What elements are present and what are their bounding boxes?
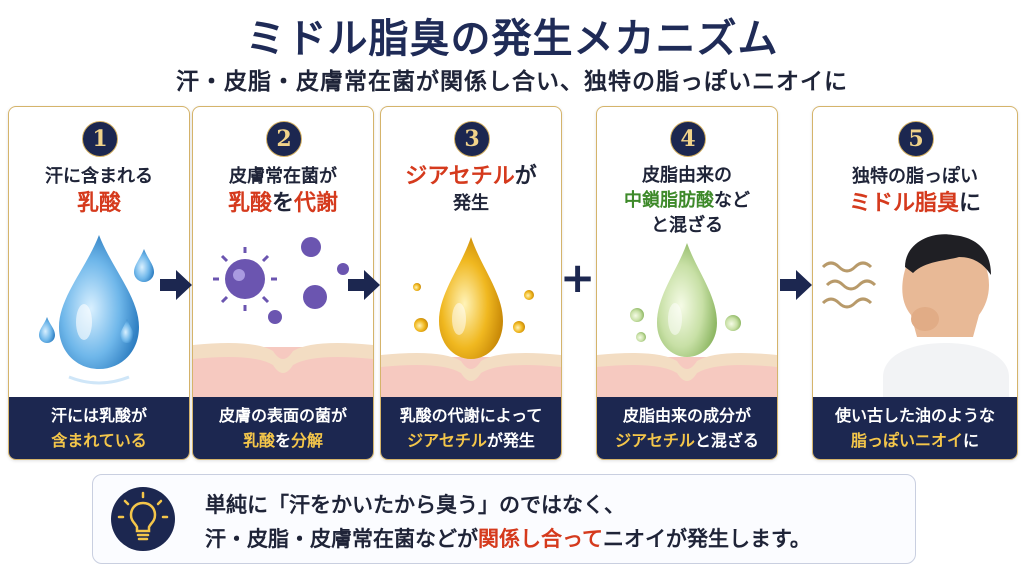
step-footer: 使い古した油のような 脂っぽいニオイに (813, 397, 1017, 459)
step-footer-line: 皮膚の表面の菌が (218, 406, 347, 425)
lightbulb-icon (111, 487, 175, 551)
step-heading-highlight: 代謝 (294, 191, 339, 216)
summary-note: 単純に「汗をかいたから臭う」のではなく、 汗・皮脂・皮膚常在菌などが関係し合って… (92, 474, 916, 564)
step-heading: ジアセチルが 発生 (385, 163, 557, 217)
step-heading-particle: が (514, 164, 537, 189)
step-number: 2 (266, 121, 302, 157)
step-footer-particle: に (963, 431, 980, 450)
step-heading-highlight: 中鎖脂肪酸 (624, 190, 714, 211)
page-subtitle: 汗・皮脂・皮膚常在菌が関係し合い、独特の脂っぽいニオイに (176, 69, 848, 95)
step-footer-highlight: ジアセチル (615, 431, 695, 450)
step-heading-particle: など (714, 190, 750, 211)
step-footer-highlight: 脂っぽいニオイ (850, 431, 963, 450)
step-number: 1 (82, 121, 118, 157)
summary-text: ニオイが発生します。 (602, 527, 811, 551)
step-footer: 皮膚の表面の菌が 乳酸を分解 (193, 397, 373, 459)
step-card-1: 1 汗に含まれる 乳酸 汗には乳酸が 含まれている (8, 106, 190, 460)
step-footer-line: 乳酸の代謝によって (399, 406, 543, 425)
step-footer-highlight: 含まれている (51, 431, 147, 450)
step-heading-line: 汗に含まれる (45, 166, 153, 187)
oil-drop-icon (381, 237, 561, 411)
step-heading: 汗に含まれる 乳酸 (13, 163, 185, 217)
step-card-5: 5 独特の脂っぽい ミドル脂臭に 使い古した油のような 脂っぽいニオイに (812, 106, 1018, 460)
step-heading: 独特の脂っぽい ミドル脂臭に (817, 163, 1013, 217)
step-heading-particle: を (271, 191, 294, 216)
summary-highlight: 関係し合って (478, 527, 603, 551)
plus-icon: + (560, 253, 596, 302)
step-heading-highlight: 乳酸 (227, 191, 272, 216)
step-heading-line: 発生 (453, 193, 489, 214)
step-heading-highlight: 乳酸 (76, 191, 121, 216)
step-heading-highlight: ミドル脂臭 (848, 191, 959, 216)
step-footer: 乳酸の代謝によって ジアセチルが発生 (381, 397, 561, 459)
step-footer-line: 使い古した油のような (834, 406, 995, 425)
step-card-4: 4 皮脂由来の 中鎖脂肪酸など と混ざる 皮脂由来の成分が ジアセチルと混ざる (596, 106, 778, 460)
step-heading-line: 皮膚常在菌が (229, 166, 337, 187)
step-footer-particle: を (274, 431, 291, 450)
step-number: 4 (670, 121, 706, 157)
step-number: 3 (454, 121, 490, 157)
summary-text: 汗・皮脂・皮膚常在菌などが (205, 527, 478, 551)
bacteria-icon (193, 237, 373, 411)
step-heading: 皮脂由来の 中鎖脂肪酸など と混ざる (601, 163, 773, 238)
water-drop-icon (39, 235, 154, 385)
step-card-2: 2 皮膚常在菌が 乳酸を代謝 皮膚の表面の菌が 乳酸を分解 (192, 106, 374, 460)
step-heading-line: 皮脂由来の (642, 165, 732, 186)
smell-wave-icon (821, 234, 1009, 411)
step-heading-line: と混ざる (651, 215, 723, 236)
step-card-3: 3 ジアセチルが 発生 乳酸の代謝によって ジアセチルが発生 (380, 106, 562, 460)
step-heading-highlight: ジアセチル (405, 164, 515, 189)
summary-line-1: 単純に「汗をかいたから臭う」のではなく、 (205, 493, 625, 517)
summary-line-2: 汗・皮脂・皮膚常在菌などが関係し合ってニオイが発生します。 (205, 523, 811, 553)
step-footer-highlight: ジアセチル (407, 431, 487, 450)
step-footer-line: 皮脂由来の成分が (622, 406, 751, 425)
oil-drop-icon (597, 243, 777, 411)
step-heading-particle: に (959, 191, 982, 216)
step-footer-particle: と混ざる (694, 431, 759, 450)
step-footer-particle: が発生 (486, 431, 535, 450)
step-footer: 汗には乳酸が 含まれている (9, 397, 189, 459)
step-footer-line: 汗には乳酸が (50, 406, 147, 425)
step-number: 5 (898, 121, 934, 157)
step-heading-line: 独特の脂っぽい (852, 166, 978, 187)
step-footer-highlight: 分解 (291, 431, 324, 450)
page-title: ミドル脂臭の発生メカニズム (245, 16, 779, 62)
step-footer: 皮脂由来の成分が ジアセチルと混ざる (597, 397, 777, 459)
step-footer-highlight: 乳酸 (242, 431, 275, 450)
step-heading: 皮膚常在菌が 乳酸を代謝 (197, 163, 369, 217)
